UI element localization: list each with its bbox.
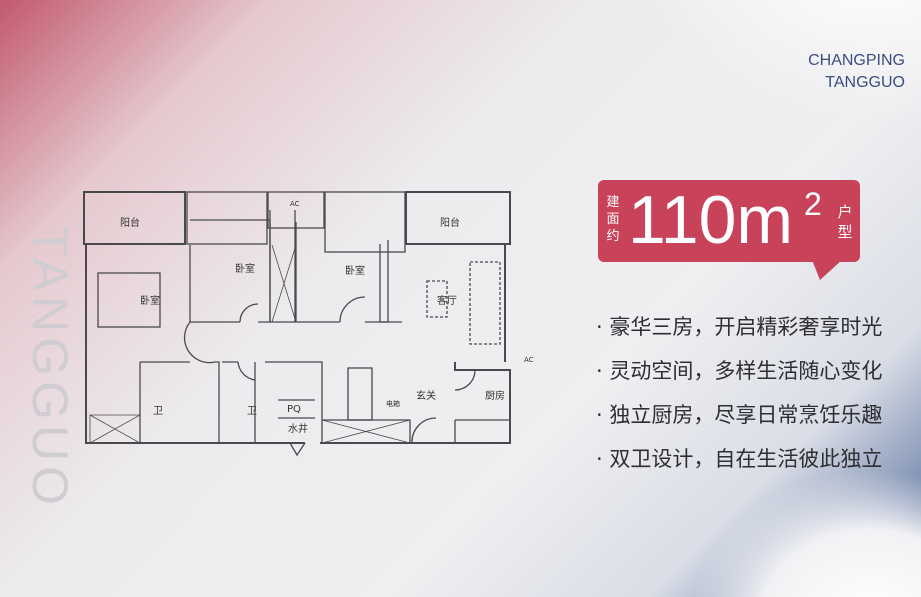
feature-item: · 灵动空间，多样生活随心变化 (596, 359, 883, 383)
badge-suffix: 户 型 (836, 202, 854, 242)
feature-item: · 豪华三房，开启精彩奢享时光 (596, 315, 883, 339)
label-bedroom-master: 卧室 (140, 294, 160, 307)
badge-pointer (812, 260, 842, 280)
feature-item: · 独立厨房，尽享日常烹饪乐趣 (596, 403, 883, 427)
walls (83, 191, 511, 457)
prefix-char: 面 (606, 212, 620, 227)
label-living-room: 客厅 (437, 294, 457, 307)
prefix-char: 建 (606, 195, 620, 210)
label-balcony-right: 阳台 (440, 216, 460, 229)
badge-prefix: 建 面 约 (606, 194, 620, 245)
suffix-char: 型 (837, 223, 853, 241)
label-water-shaft: 水井 (288, 422, 308, 435)
label-entrance: 玄关 (416, 389, 436, 402)
feature-item: · 双卫设计，自在生活彼此独立 (596, 447, 883, 471)
room-labels: 阳台 阳台 卧室 卧室 卧室 客厅 卫 卫 PQ 水井 玄关 厨房 电箱 AC … (120, 200, 534, 435)
suffix-char: 户 (837, 203, 853, 221)
prefix-char: 约 (606, 229, 620, 244)
label-bedroom-2: 卧室 (235, 262, 255, 275)
label-meter-box: 电箱 (386, 399, 400, 408)
brand-line1: CHANGPING (808, 52, 905, 69)
label-bathroom-2: 卫 (247, 406, 257, 417)
label-bathroom-1: 卫 (153, 406, 163, 417)
label-pq: PQ (287, 404, 301, 415)
label-bedroom-3: 卧室 (345, 264, 365, 277)
label-ac-1: AC (290, 200, 300, 208)
feature-list: · 豪华三房，开启精彩奢享时光 · 灵动空间，多样生活随心变化 · 独立厨房，尽… (596, 310, 882, 486)
area-superscript: 2 (804, 186, 822, 222)
area-badge: 建 面 约 110m 2 户 型 (598, 180, 860, 262)
brand-name: CHANGPING TANGGUO (808, 50, 905, 94)
brand-line2: TANGGUO (825, 74, 905, 91)
label-balcony-left: 阳台 (120, 216, 140, 229)
area-value: 110m (628, 182, 794, 258)
label-ac-2: AC (524, 356, 534, 364)
label-kitchen: 厨房 (485, 389, 505, 402)
